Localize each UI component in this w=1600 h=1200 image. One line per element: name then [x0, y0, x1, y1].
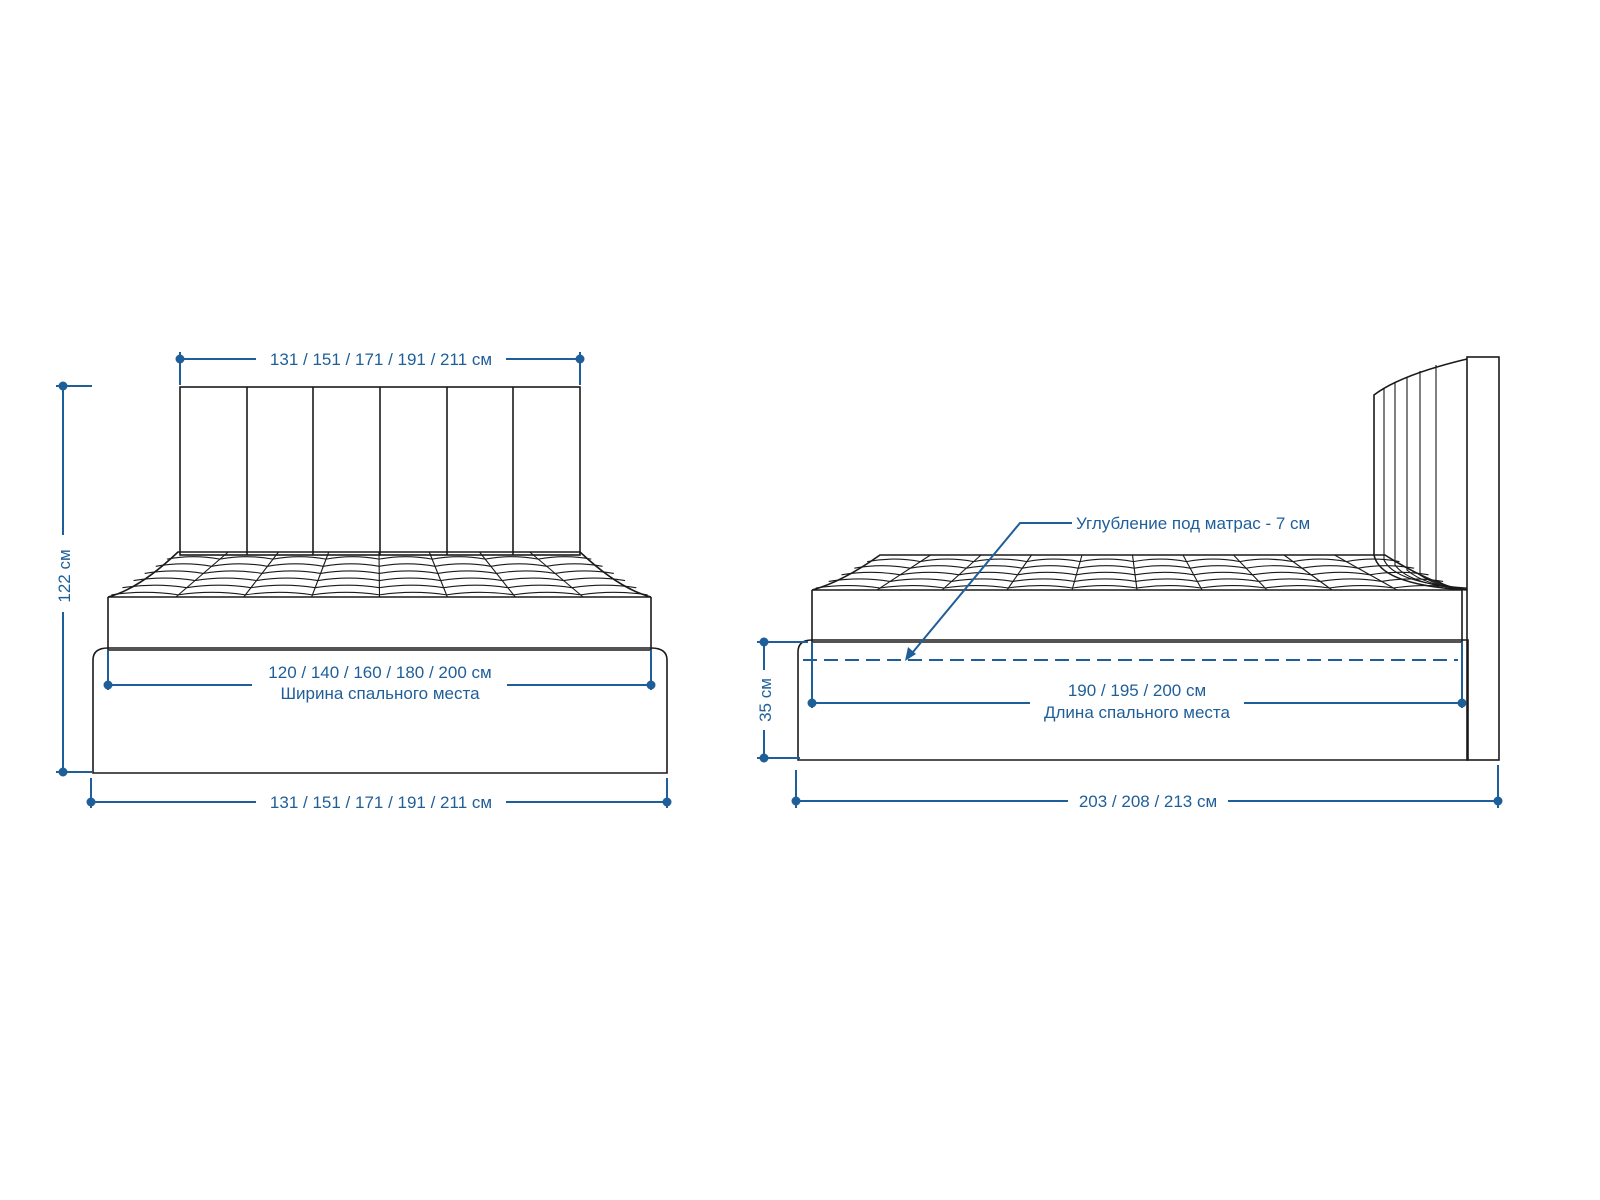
- dim-headboard-width: 131 / 151 / 171 / 191 / 211 см: [175, 350, 585, 385]
- sleeping-width-caption: Ширина спального места: [280, 684, 480, 703]
- base-height-label: 35 см: [756, 678, 775, 722]
- dim-base-width: 131 / 151 / 171 / 191 / 211 см: [86, 778, 672, 812]
- dim-mattress-recess: Углубление под матрас - 7 см: [803, 514, 1458, 661]
- total-length-label: 203 / 208 / 213 см: [1079, 792, 1217, 811]
- sleeping-length-caption: Длина спального места: [1044, 703, 1231, 722]
- front-mattress-side: [107, 597, 652, 651]
- side-base: [797, 639, 1469, 761]
- sleeping-width-label: 120 / 140 / 160 / 180 / 200 см: [268, 663, 491, 682]
- dim-total-length: 203 / 208 / 213 см: [791, 765, 1503, 811]
- dim-base-height: 35 см: [756, 637, 808, 763]
- sleeping-length-label: 190 / 195 / 200 см: [1068, 681, 1206, 700]
- base-width-label: 131 / 151 / 171 / 191 / 211 см: [270, 793, 492, 812]
- headboard-width-label: 131 / 151 / 171 / 191 / 211 см: [270, 350, 492, 369]
- side-mattress-tufting: [811, 554, 1463, 591]
- dim-sleeping-length: 190 / 195 / 200 см Длина спального места: [807, 642, 1467, 722]
- front-view-bed: [92, 386, 668, 774]
- dim-total-height: 122 см: [55, 381, 92, 777]
- headboard-panels: [246, 387, 514, 555]
- side-headboard-back: [1466, 356, 1500, 761]
- front-mattress-tufting: [107, 551, 652, 598]
- side-mattress-side: [811, 590, 1463, 643]
- total-height-label: 122 см: [55, 549, 74, 602]
- side-view-bed: [797, 356, 1500, 761]
- dim-sleeping-width: 120 / 140 / 160 / 180 / 200 см Ширина сп…: [103, 650, 656, 703]
- mattress-recess-label: Углубление под матрас - 7 см: [1076, 514, 1310, 533]
- side-headboard-cushion: [1373, 358, 1468, 591]
